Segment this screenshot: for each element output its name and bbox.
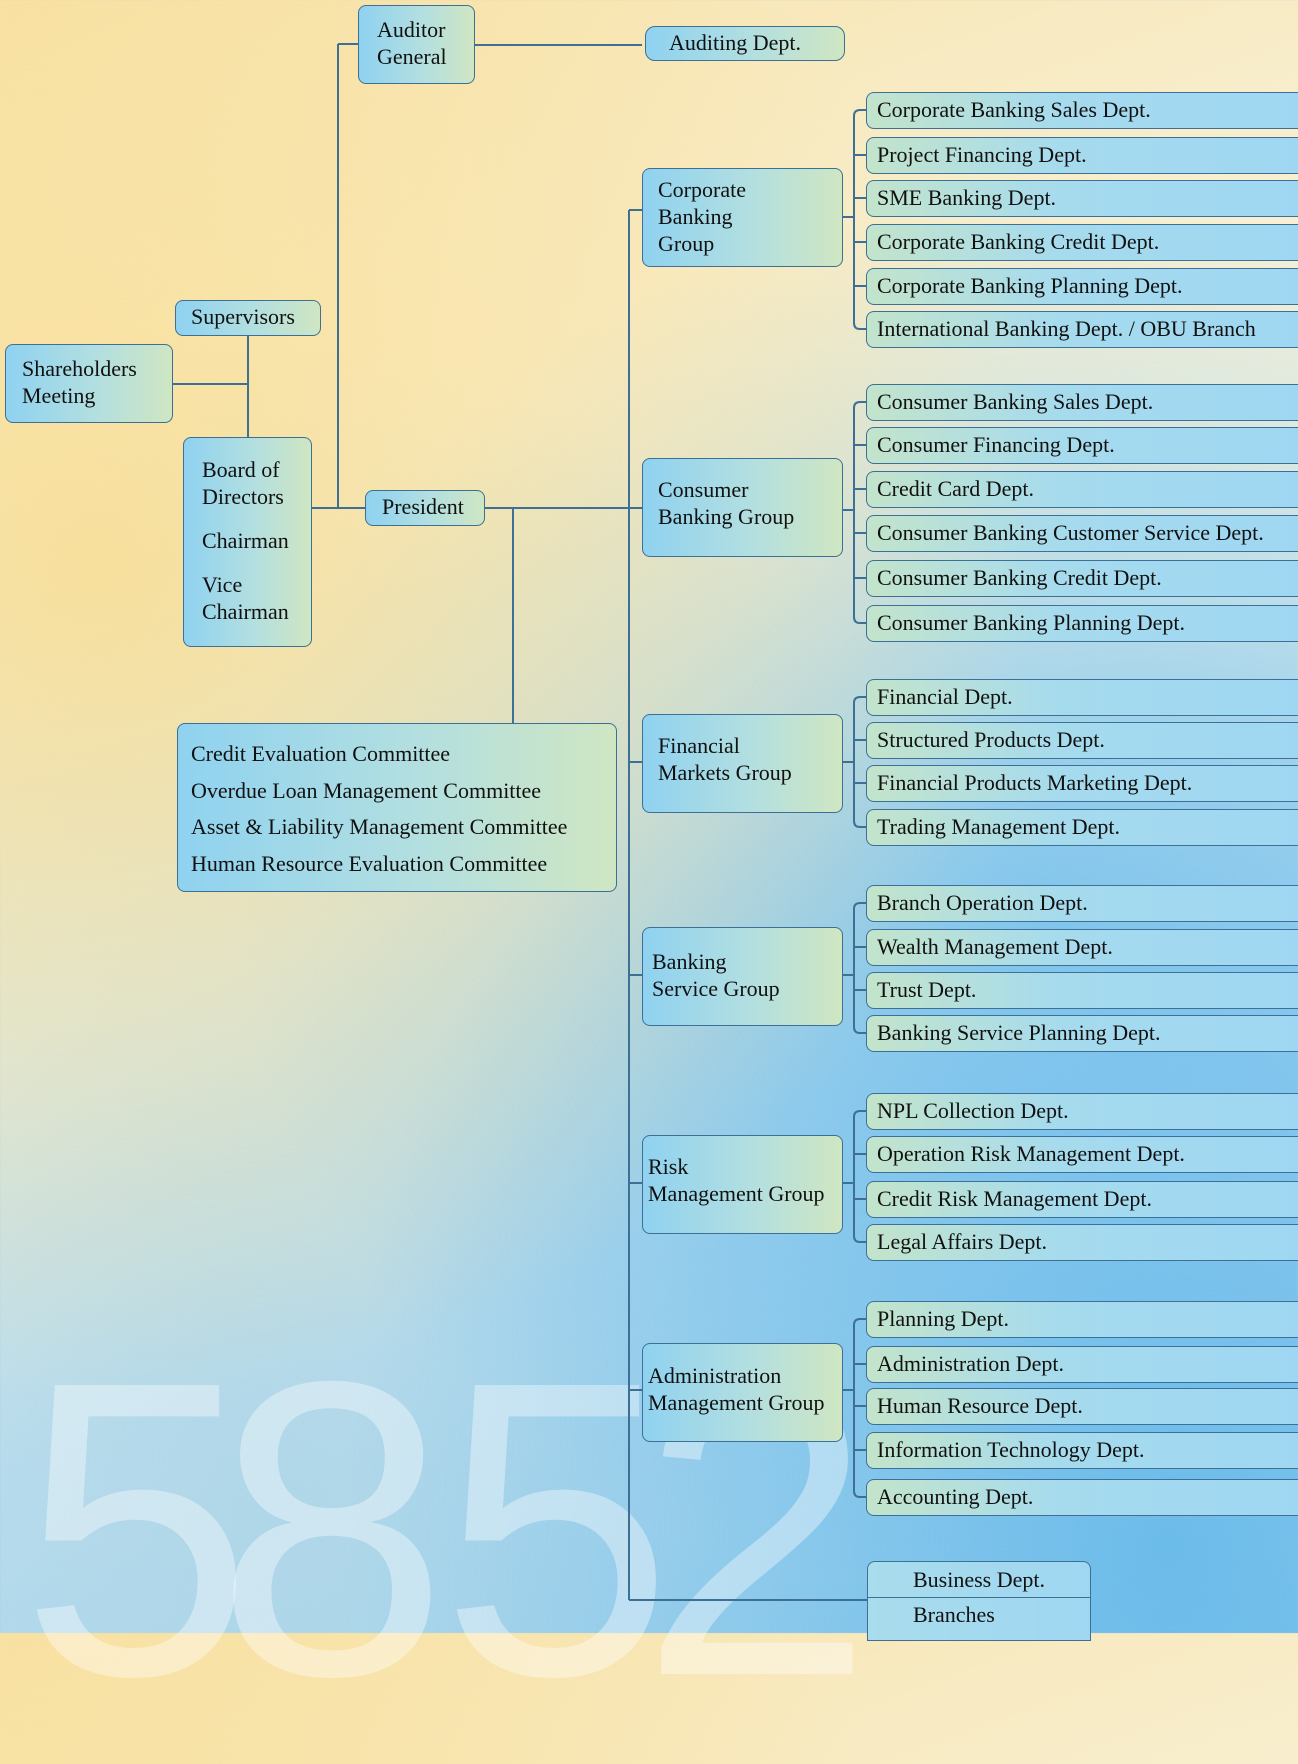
- group-risk-management[interactable]: Risk Management Group: [642, 1135, 843, 1234]
- group-financial-markets[interactable]: Financial Markets Group: [642, 714, 843, 813]
- dept-trading-management[interactable]: Trading Management Dept.: [866, 809, 1298, 846]
- board-line2: Directors: [202, 484, 284, 509]
- dept-trust[interactable]: Trust Dept.: [866, 972, 1298, 1009]
- group-name-line: Markets Group: [658, 760, 792, 785]
- committee-overdue-loan: Overdue Loan Management Committee: [191, 777, 542, 803]
- dept-branch-operation[interactable]: Branch Operation Dept.: [866, 885, 1298, 922]
- dept-administration[interactable]: Administration Dept.: [866, 1346, 1298, 1383]
- committee-asset-liability: Asset & Liability Management Committee: [191, 814, 568, 839]
- dept-human-resource[interactable]: Human Resource Dept.: [866, 1388, 1298, 1425]
- dept-operation-risk-management[interactable]: Operation Risk Management Dept.: [866, 1136, 1298, 1173]
- dept-consumer-financing[interactable]: Consumer Financing Dept.: [866, 427, 1298, 464]
- group-consumer-banking[interactable]: Consumer Banking Group: [642, 458, 843, 557]
- group-name-line: Consumer: [658, 477, 749, 502]
- group-name-line: Management Group: [648, 1181, 825, 1206]
- board-line1: Board of: [202, 457, 280, 482]
- president-box[interactable]: President: [365, 490, 485, 526]
- group-name-line: Banking Group: [658, 504, 795, 529]
- dept-corporate-banking-sales[interactable]: Corporate Banking Sales Dept.: [866, 92, 1298, 129]
- chairman-label: Chairman: [202, 528, 289, 553]
- supervisors-box[interactable]: Supervisors: [175, 300, 321, 336]
- shareholders-line1: Shareholders: [22, 356, 137, 381]
- group-name-line: Corporate: [658, 177, 746, 202]
- committee-human-resource: Human Resource Evaluation Committee: [191, 850, 548, 876]
- shareholders-meeting-box[interactable]: Shareholders Meeting: [5, 344, 173, 423]
- dept-project-financing[interactable]: Project Financing Dept.: [866, 137, 1298, 174]
- dept-corporate-banking-planning[interactable]: Corporate Banking Planning Dept.: [866, 268, 1298, 305]
- dept-financial[interactable]: Financial Dept.: [866, 679, 1298, 716]
- group-name-line: Administration: [648, 1363, 782, 1388]
- vice-line1: Vice: [202, 572, 243, 597]
- branches-label: Branches: [913, 1602, 995, 1627]
- group-name-line: Financial: [658, 733, 740, 758]
- group-name-line: Service Group: [652, 976, 780, 1001]
- auditor-general-box[interactable]: Auditor General: [358, 5, 475, 84]
- dept-credit-card[interactable]: Credit Card Dept.: [866, 471, 1298, 508]
- dept-consumer-banking-customer-service[interactable]: Consumer Banking Customer Service Dept.: [866, 515, 1298, 552]
- group-name-line: Risk: [648, 1154, 689, 1179]
- dept-legal-affairs[interactable]: Legal Affairs Dept.: [866, 1224, 1298, 1261]
- group-administration-management[interactable]: Administration Management Group: [642, 1343, 843, 1442]
- dept-accounting[interactable]: Accounting Dept.: [866, 1479, 1298, 1516]
- auditor-general-line2: General: [377, 44, 447, 69]
- group-name-line: Banking: [652, 949, 727, 974]
- vice-line2: Chairman: [202, 599, 289, 624]
- dept-international-banking[interactable]: International Banking Dept. / OBU Branch: [866, 311, 1298, 348]
- dept-corporate-banking-credit[interactable]: Corporate Banking Credit Dept.: [866, 224, 1298, 261]
- committee-credit-evaluation: Credit Evaluation Committee: [191, 741, 451, 766]
- dept-credit-risk-management[interactable]: Credit Risk Management Dept.: [866, 1181, 1298, 1218]
- dept-consumer-banking-sales[interactable]: Consumer Banking Sales Dept.: [866, 384, 1298, 421]
- committees-box[interactable]: Credit Evaluation Committee Overdue Loan…: [177, 723, 617, 892]
- dept-consumer-banking-credit[interactable]: Consumer Banking Credit Dept.: [866, 560, 1298, 597]
- dept-planning[interactable]: Planning Dept.: [866, 1301, 1298, 1338]
- group-name-line: Group: [658, 231, 715, 256]
- auditor-general-line1: Auditor: [377, 17, 446, 42]
- dept-wealth-management[interactable]: Wealth Management Dept.: [866, 929, 1298, 966]
- dept-sme-banking[interactable]: SME Banking Dept.: [866, 180, 1298, 217]
- dept-consumer-banking-planning[interactable]: Consumer Banking Planning Dept.: [866, 605, 1298, 642]
- dept-npl-collection[interactable]: NPL Collection Dept.: [866, 1093, 1298, 1130]
- business-dept-label: Business Dept.: [868, 1562, 1090, 1598]
- auditing-dept-box[interactable]: Auditing Dept.: [645, 26, 845, 61]
- group-name-line: Banking: [658, 204, 733, 229]
- business-branches-box[interactable]: Business Dept. Branches: [867, 1561, 1091, 1641]
- dept-banking-service-planning[interactable]: Banking Service Planning Dept.: [866, 1015, 1298, 1052]
- dept-financial-products-marketing[interactable]: Financial Products Marketing Dept.: [866, 765, 1298, 802]
- shareholders-line2: Meeting: [22, 383, 96, 408]
- connector-lines: [173, 39, 867, 1601]
- group-corporate-banking[interactable]: Corporate Banking Group: [642, 168, 843, 267]
- group-name-line: Management Group: [648, 1390, 825, 1415]
- board-of-directors-box[interactable]: Board of Directors Chairman Vice Chairma…: [183, 437, 312, 647]
- group-banking-service[interactable]: Banking Service Group: [642, 927, 843, 1026]
- dept-information-technology[interactable]: Information Technology Dept.: [866, 1432, 1298, 1469]
- dept-structured-products[interactable]: Structured Products Dept.: [866, 722, 1298, 759]
